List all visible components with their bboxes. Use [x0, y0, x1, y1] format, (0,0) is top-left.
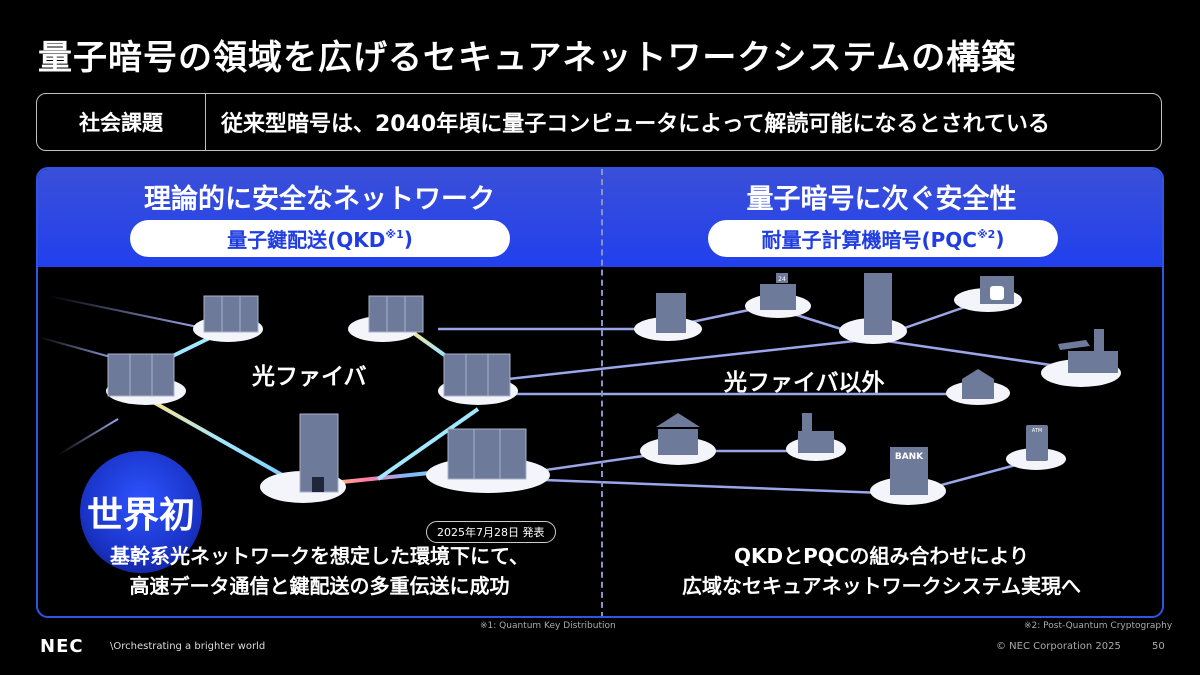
pqc-result-line-1: QKDとPQCの組み合わせにより: [733, 544, 1030, 568]
non-fiber-label: 光ファイバ以外: [724, 370, 885, 396]
bank-sign: BANK: [895, 452, 924, 462]
pqc-pill-text: 耐量子計算機暗号(PQC: [761, 228, 977, 252]
social-issue-label: 社会課題: [37, 94, 206, 150]
footnote-2: ※2: Post-Quantum Cryptography: [1024, 621, 1173, 631]
server-icon: [203, 295, 259, 333]
optical-fiber-label: 光ファイバ: [252, 364, 367, 390]
qkd-pill-footnote-mark: ※1: [385, 228, 404, 241]
incoming-links: [38, 295, 199, 456]
pqc-pill-close: ): [995, 226, 1005, 251]
pqc-pill: 耐量子計算機暗号(PQC※2): [708, 220, 1058, 257]
copyright: © NEC Corporation 2025: [996, 641, 1121, 652]
atm-icon: ATM: [1026, 425, 1048, 461]
server-icon: [443, 353, 511, 397]
world-first-badge: 世界初: [80, 451, 202, 573]
announcement-date-badge: 2025年7月28日 発表: [426, 521, 556, 543]
factory-icon: [798, 413, 834, 453]
bank-icon: BANK: [890, 447, 928, 495]
office-building-icon: [299, 413, 339, 493]
nec-logo: NEC: [40, 636, 84, 657]
qkd-result-line-2: 高速データ通信と鍵配送の多重伝送に成功: [129, 574, 510, 598]
qkd-section-title: 理論的に安全なネットワーク: [144, 184, 495, 215]
page-number: 50: [1152, 641, 1165, 652]
section-divider: [601, 169, 603, 616]
server-icon: [368, 295, 424, 333]
building-icon: [656, 293, 686, 333]
qkd-pill-close: ): [403, 226, 413, 251]
qkd-result-text: 基幹系光ネットワークを想定した環境下にて、 高速データ通信と鍵配送の多重伝送に成…: [38, 541, 601, 601]
social-issue-box: 社会課題 従来型暗号は、2040年頃に量子コンピュータによって解読可能になるとさ…: [36, 93, 1162, 151]
convenience-store-icon: 24: [760, 273, 796, 310]
atm-sign: ATM: [1032, 428, 1042, 434]
server-icon: [447, 428, 527, 480]
pqc-section-title: 量子暗号に次ぐ安全性: [746, 184, 1017, 215]
store-sign: 24: [778, 276, 786, 283]
server-icon: [107, 353, 175, 397]
airport-icon: [1058, 329, 1118, 373]
qkd-pill-text: 量子鍵配送(QKD: [227, 228, 386, 252]
qkd-pill: 量子鍵配送(QKD※1): [130, 220, 510, 257]
skyscraper-icon: [864, 273, 892, 335]
social-issue-text: 従来型暗号は、2040年頃に量子コンピュータによって解読可能になるとされている: [221, 112, 1050, 137]
network-diagram: 24 BANK ATM: [38, 273, 1121, 505]
tagline: \Orchestrating a brighter world: [110, 641, 266, 652]
footnote-1: ※1: Quantum Key Distribution: [480, 621, 616, 631]
train-station-icon: [980, 276, 1014, 304]
page-title: 量子暗号の領域を広げるセキュアネットワークシステムの構築: [38, 38, 1017, 78]
pqc-result-line-2: 広域なセキュアネットワークシステム実現へ: [682, 574, 1081, 598]
comparison-panel: 24 BANK ATM 理論的に安全なネットワーク: [36, 167, 1164, 618]
pqc-pill-footnote-mark: ※2: [976, 228, 996, 241]
warehouse-icon: [962, 369, 994, 399]
pqc-result-text: QKDとPQCの組み合わせにより 広域なセキュアネットワークシステム実現へ: [601, 541, 1162, 601]
qkd-result-line-1: 基幹系光ネットワークを想定した環境下にて、: [110, 544, 529, 568]
government-building-icon: [656, 413, 700, 455]
